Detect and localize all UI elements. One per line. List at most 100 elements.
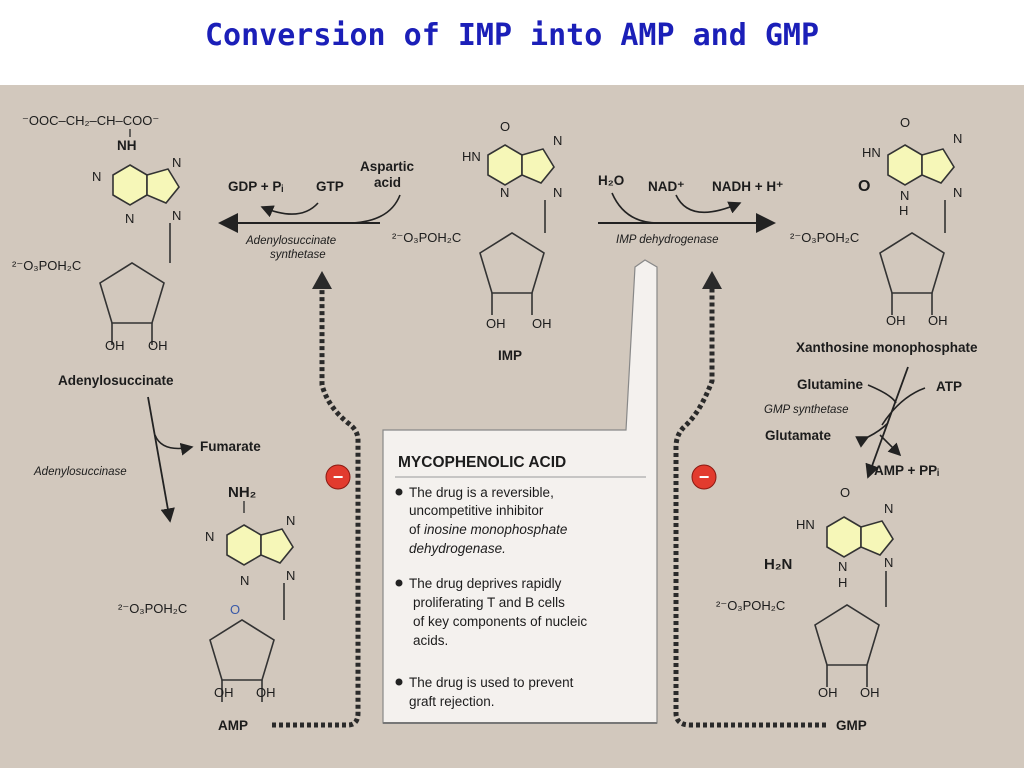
gmp-synthetase-enzyme-label: GMP synthetase	[764, 404, 849, 416]
gmp-n7-label: N	[884, 501, 893, 516]
nad-label: NAD⁺	[648, 179, 684, 194]
bullet1-line3-plain: of	[409, 522, 424, 537]
amp-oh-1: OH	[214, 685, 234, 700]
amp-molecule: NH₂ N N N N ²⁻O₃POH₂C O OH OH AMP	[118, 484, 295, 733]
imp-oh-1: OH	[486, 316, 506, 331]
gmp-hn-label: HN	[796, 517, 815, 532]
gmp-oh-1: OH	[818, 685, 838, 700]
svg-text:−: −	[699, 467, 710, 487]
bullet-dot-1	[395, 488, 403, 496]
adenylosuccinate-nh: NH	[117, 138, 137, 153]
synthetase-enzyme-label-2: synthetase	[270, 249, 326, 261]
amp-feedback-arrow	[272, 287, 361, 728]
amp-ppi-label: AMP + PPᵢ	[874, 463, 939, 478]
inhibition-sign-left: −	[325, 464, 351, 490]
bullet2-line2: proliferating T and B cells	[413, 595, 565, 610]
imp-dehydrogenase-reaction: H₂O NAD⁺ NADH + H⁺ IMP dehydrogenase	[598, 173, 783, 246]
slide-title: Conversion of IMP into AMP and GMP	[204, 18, 820, 53]
gmp-name: GMP	[836, 718, 867, 733]
imp-hn-label: HN	[462, 149, 481, 164]
gmp-n9-label: N	[884, 555, 893, 570]
xmp-name: Xanthosine monophosphate	[796, 340, 978, 355]
ads-oh-1: OH	[105, 338, 125, 353]
amp-feedback-arrowhead	[312, 271, 332, 289]
bullet1-line3: of inosine monophosphate	[409, 522, 567, 537]
imp-molecule: O HN N N N ²⁻O₃POH₂C OH OH IMP	[392, 119, 562, 363]
amp-n9-label: N	[286, 568, 295, 583]
adenylosuccinase-enzyme-label: Adenylosuccinase	[33, 466, 127, 478]
imp-n7-label: N	[553, 133, 562, 148]
gdp-pi-label: GDP + Pᵢ	[228, 179, 283, 194]
amp-amino-label: NH₂	[228, 484, 256, 501]
adenylosuccinate-molecule: ⁻OOC–CH₂–CH–COO⁻ NH N N N N ²⁻O₃POH₂C OH…	[12, 113, 181, 388]
svg-text:−: −	[333, 467, 344, 487]
glutamate-label: Glutamate	[765, 428, 832, 443]
bullet3-line2: graft rejection.	[409, 694, 495, 709]
bullet2-line4: acids.	[413, 633, 448, 648]
aspartic-acid-label-1: Aspartic	[360, 159, 415, 174]
gmp-o-label: O	[840, 485, 850, 500]
xmp-o-top-label: O	[900, 115, 910, 130]
xmp-phosphate-label: ²⁻O₃POH₂C	[790, 230, 859, 245]
synthetase-enzyme-label-1: Adenylosuccinate	[245, 235, 336, 247]
bullet-dot-3	[395, 678, 403, 686]
imp-n3-label: N	[500, 185, 509, 200]
imp-phosphate-label: ²⁻O₃POH₂C	[392, 230, 461, 245]
gmp-synthetase-arrow	[865, 366, 909, 479]
adenylosuccinase-reaction: Fumarate Adenylosuccinase	[33, 396, 261, 523]
gmp-synthetase-reaction: Glutamine ATP GMP synthetase Glutamate A…	[764, 366, 962, 479]
amp-name: AMP	[218, 718, 248, 733]
xmp-oh-1: OH	[886, 313, 906, 328]
inhibition-sign-right: −	[691, 464, 717, 490]
amp-ring-o-label: O	[230, 602, 240, 617]
bullet1-line3-italic: inosine monophosphate	[424, 522, 567, 537]
ads-n7-label: N	[172, 155, 181, 170]
amp-phosphate-label: ²⁻O₃POH₂C	[118, 601, 187, 616]
adenylosuccinate-chain: ⁻OOC–CH₂–CH–COO⁻	[22, 113, 159, 128]
gmp-molecule: O HN H₂N N H N N ²⁻O₃POH₂C OH OH GMP	[716, 485, 894, 733]
pathway-diagram: O HN N N N ²⁻O₃POH₂C OH OH IMP ⁻OOC–CH₂–…	[0, 85, 1024, 768]
amp-n1-label: N	[205, 529, 214, 544]
gmp-amino-label: H₂N	[764, 556, 792, 573]
ads-n1-label: N	[92, 169, 101, 184]
callout-heading: MYCOPHENOLIC ACID	[398, 454, 566, 471]
imp-name: IMP	[498, 348, 522, 363]
xmp-hn-label: HN	[862, 145, 881, 160]
imp-oh-2: OH	[532, 316, 552, 331]
xmp-molecule: O HN O N H N N ²⁻O₃POH₂C OH OH Xanthosin…	[790, 115, 978, 355]
glutamine-label: Glutamine	[797, 377, 864, 392]
gmp-phosphate-label: ²⁻O₃POH₂C	[716, 598, 785, 613]
pathway-figure: O HN N N N ²⁻O₃POH₂C OH OH IMP ⁻OOC–CH₂–…	[0, 85, 1024, 768]
amp-oh-2: OH	[256, 685, 276, 700]
fumarate-label: Fumarate	[200, 439, 261, 454]
bullet1-line1: The drug is a reversible,	[409, 485, 554, 500]
atp-label: ATP	[936, 379, 962, 394]
xmp-o-left-label: O	[858, 178, 870, 195]
nadh-label: NADH + H⁺	[712, 179, 783, 194]
h2o-label: H₂O	[598, 173, 624, 188]
bullet1-line2: uncompetitive inhibitor	[409, 503, 544, 518]
aspartic-acid-label-2: acid	[374, 175, 401, 190]
bullet2-line3: of key components of nucleic	[413, 614, 587, 629]
xmp-n7-label: N	[953, 131, 962, 146]
ads-oh-2: OH	[148, 338, 168, 353]
bullet3-line1: The drug is used to prevent	[409, 675, 574, 690]
ads-n9-label: N	[172, 208, 181, 223]
xmp-n3-label: N	[900, 188, 909, 203]
adenylosuccinate-synthetase-reaction: GDP + Pᵢ GTP Aspartic acid Adenylosuccin…	[218, 159, 415, 261]
amp-n3-label: N	[240, 573, 249, 588]
mycophenolic-acid-callout: MYCOPHENOLIC ACID The drug is a reversib…	[382, 259, 658, 724]
bullet2-line1: The drug deprives rapidly	[409, 576, 562, 591]
bullet-dot-2	[395, 579, 403, 587]
ads-phosphate-label: ²⁻O₃POH₂C	[12, 258, 81, 273]
adenylosuccinate-name: Adenylosuccinate	[58, 373, 174, 388]
xmp-n9-label: N	[953, 185, 962, 200]
imp-n9-label: N	[553, 185, 562, 200]
imp-o-label: O	[500, 119, 510, 134]
gmp-feedback-arrowhead	[702, 271, 722, 289]
gmp-h-label: H	[838, 575, 847, 590]
ads-n3-label: N	[125, 211, 134, 226]
gmp-feedback-arrow	[673, 287, 826, 728]
xmp-h-label: H	[899, 203, 908, 218]
amp-n7-label: N	[286, 513, 295, 528]
